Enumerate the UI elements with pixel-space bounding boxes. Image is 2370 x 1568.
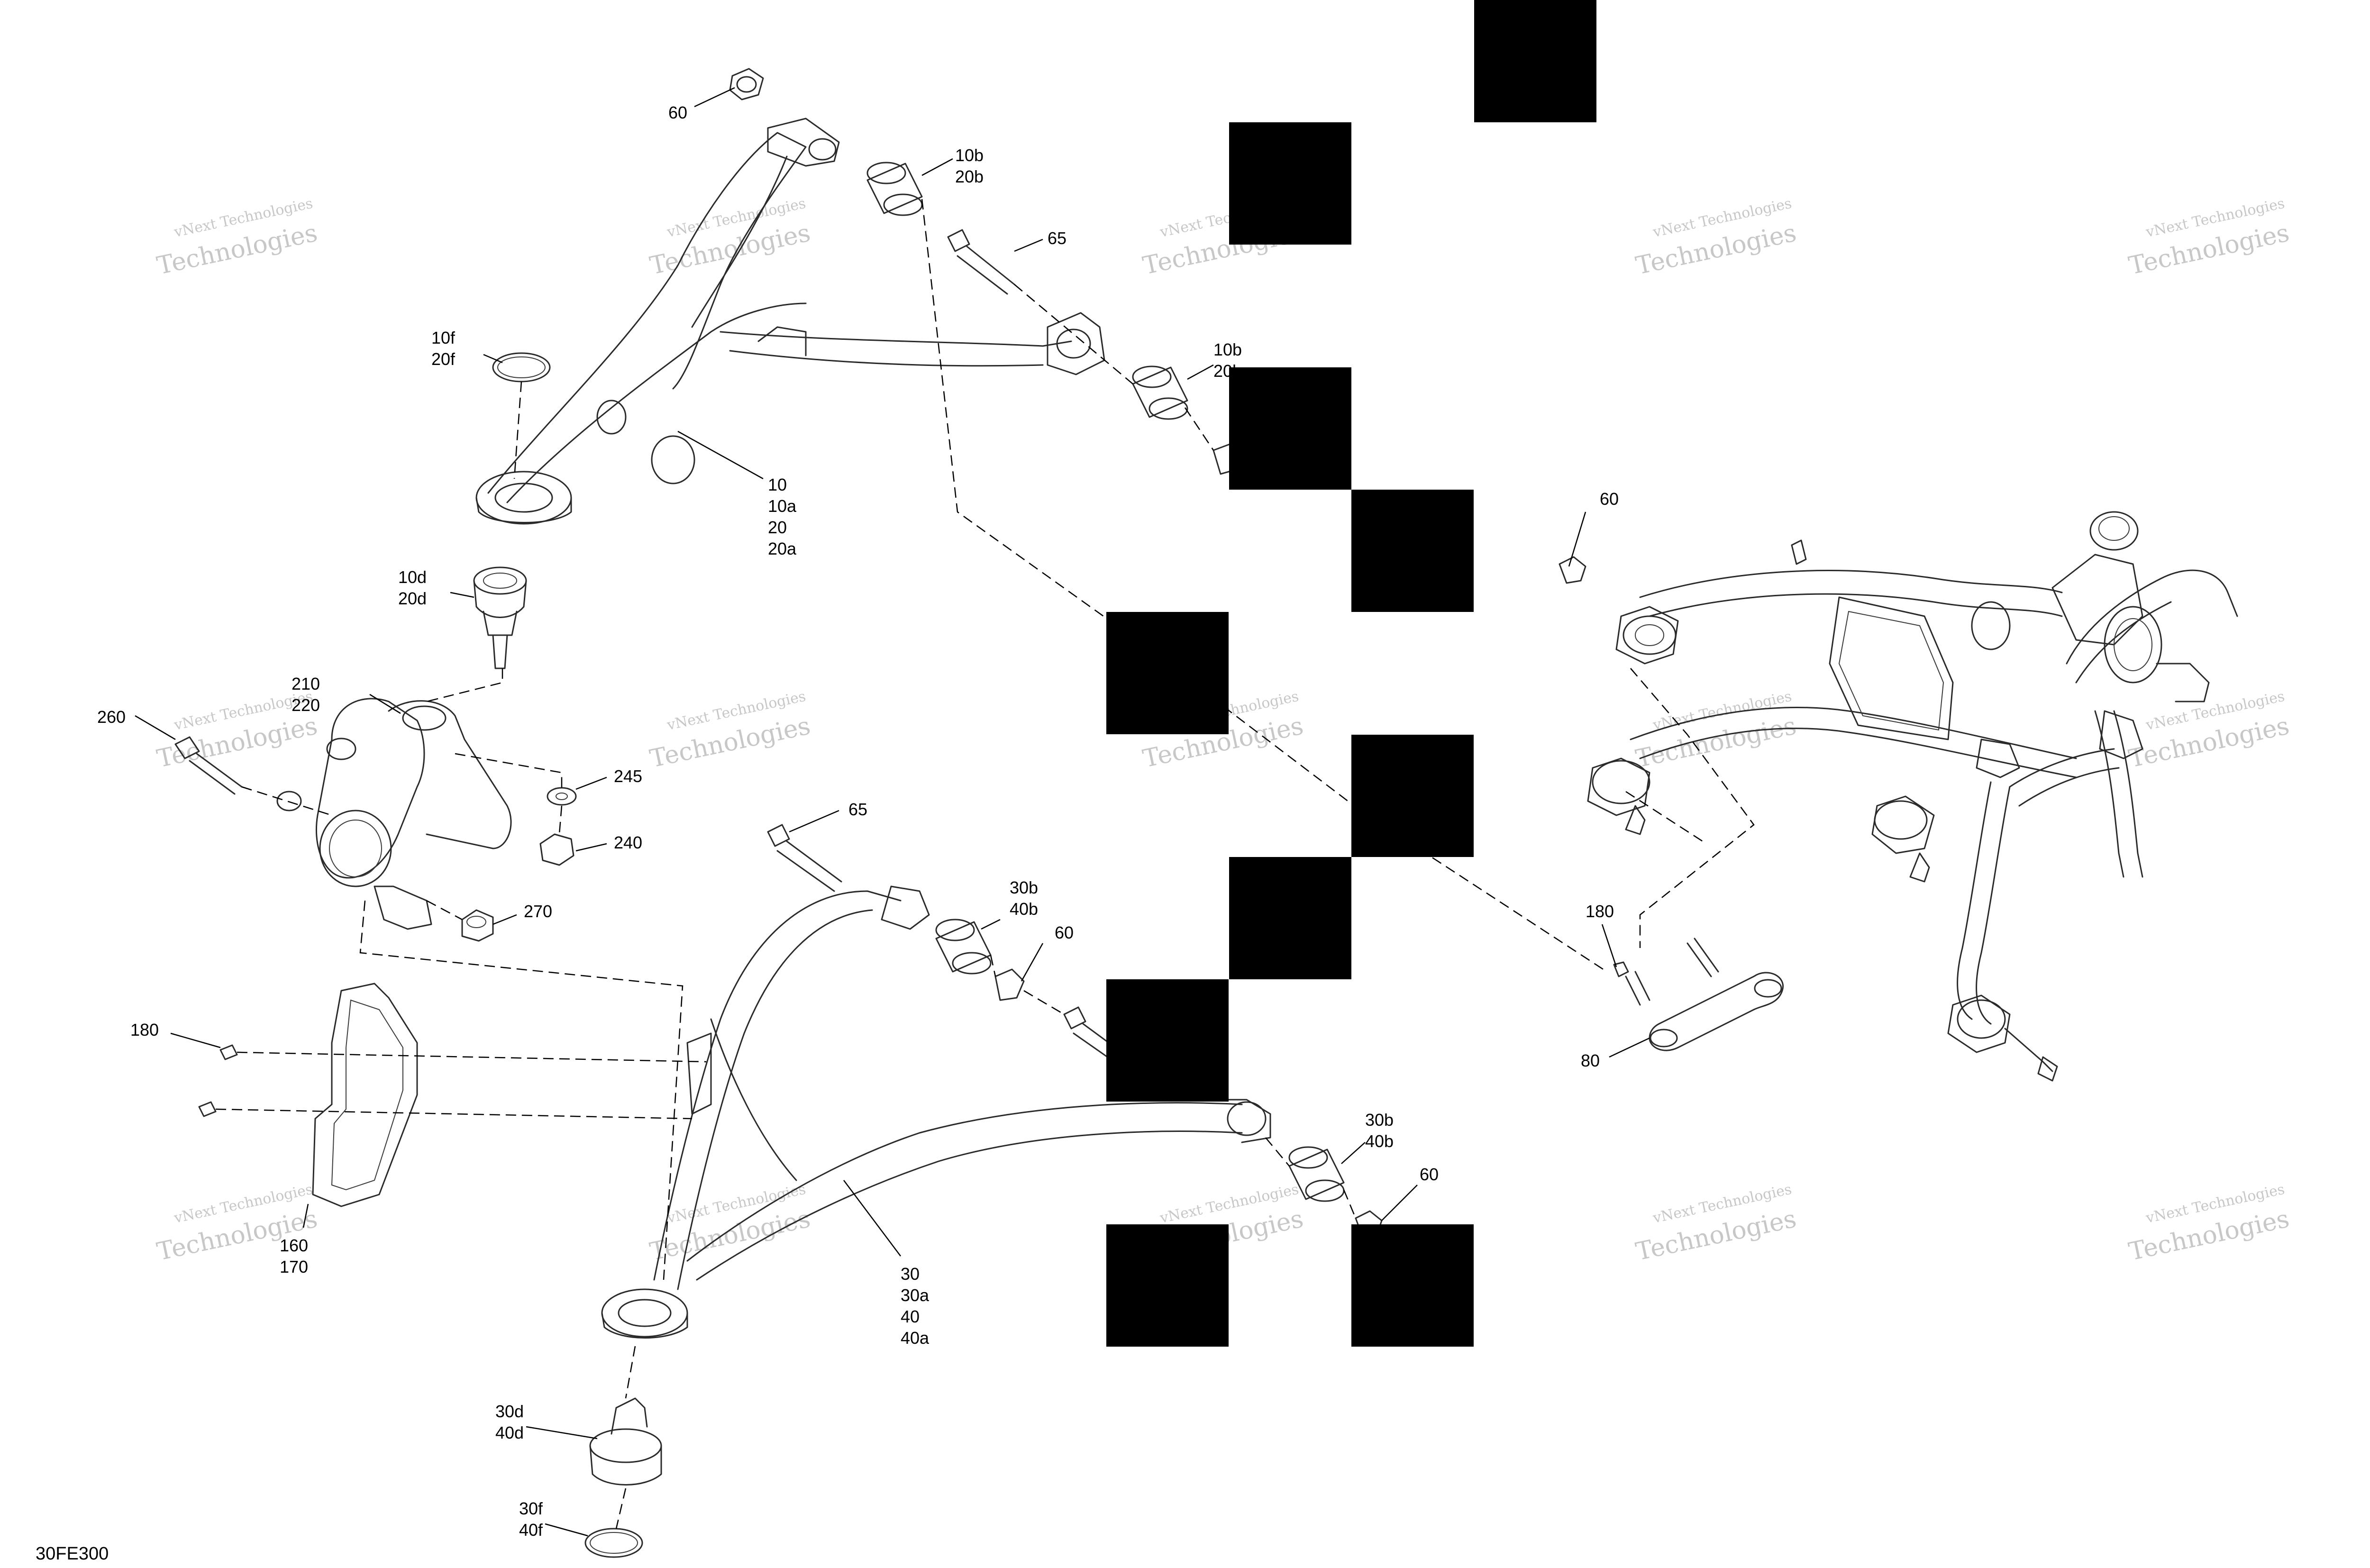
callout-60: 60	[1420, 1165, 1439, 1184]
redaction-block	[1106, 979, 1229, 1102]
watermark: vNext Technologies Technologies	[155, 195, 320, 281]
upper-a-arm	[475, 118, 1105, 525]
callout-40d: 40d	[495, 1423, 524, 1442]
callout-80: 80	[1581, 1051, 1600, 1070]
bushing-30b-low	[1288, 1146, 1345, 1202]
callout-160: 160	[280, 1236, 308, 1255]
callout-20: 20	[768, 518, 787, 537]
nut-240	[539, 833, 574, 866]
callout-30: 30	[901, 1264, 920, 1284]
callout-10a: 10a	[768, 496, 797, 516]
bushing-10b-mid	[1132, 365, 1188, 420]
assembled-suspension-view	[1559, 511, 2238, 1082]
callout-65: 65	[1048, 228, 1066, 248]
callout-40f: 40f	[519, 1520, 543, 1540]
callout-220: 220	[292, 695, 320, 715]
upper-arm-hardware	[473, 68, 1245, 669]
bushing-10b-top	[866, 162, 923, 216]
callout-30a: 30a	[901, 1285, 930, 1305]
bolt-260	[174, 736, 243, 795]
callout-10f: 10f	[431, 328, 456, 347]
circlip-30f	[584, 1528, 643, 1558]
redaction-block	[1106, 1224, 1229, 1347]
watermark: vNext Technologies Technologies	[2126, 195, 2292, 281]
nut-60-top	[729, 68, 764, 100]
callout-10d: 10d	[398, 567, 427, 587]
nut-270	[461, 909, 494, 942]
redaction-block	[1351, 735, 1474, 857]
watermark: vNext Technologies Technologies	[2126, 688, 2292, 774]
watermark: vNext Technologies Technologies	[1633, 195, 1799, 281]
callout-210: 210	[292, 674, 320, 693]
figure-id: 30FE300	[36, 1544, 109, 1564]
redaction-block	[1474, 0, 1596, 122]
bushing-30b-top	[935, 919, 992, 975]
bolt-65-top	[947, 229, 1015, 295]
callout-20b: 20b	[955, 167, 984, 186]
redaction-blocks	[1106, 0, 1596, 1347]
watermark: vNext Technologies Technologies	[1633, 1181, 1799, 1267]
bolt-65-mid	[767, 824, 842, 892]
callout-20d: 20d	[398, 589, 427, 608]
callout-65: 65	[848, 800, 867, 819]
ball-joint-10d	[473, 566, 527, 669]
redaction-block	[1229, 122, 1351, 245]
callout-245: 245	[614, 766, 642, 786]
watermark: vNext Technologies Technologies	[2126, 1181, 2292, 1267]
redaction-block	[1351, 1224, 1474, 1347]
washer-245	[547, 787, 577, 806]
callout-20f: 20f	[431, 349, 456, 369]
callout-40b: 40b	[1010, 899, 1038, 919]
watermark: vNext Technologies Technologies	[647, 688, 813, 774]
knuckle-hardware	[174, 736, 577, 942]
callout-labels: 60 10b 20b 65 10f 20f 10b 20b 10 10a 20 …	[97, 103, 1619, 1540]
steering-knuckle	[276, 698, 512, 930]
redaction-block	[1229, 367, 1351, 490]
callout-180: 180	[1586, 902, 1614, 921]
callout-30f: 30f	[519, 1499, 543, 1518]
nut-60-lower-top	[994, 968, 1025, 1001]
callout-30d: 30d	[495, 1402, 524, 1421]
redaction-block	[1351, 490, 1474, 612]
callout-40a: 40a	[901, 1328, 930, 1348]
callout-30b: 30b	[1365, 1110, 1394, 1130]
lower-a-arm	[601, 885, 1271, 1339]
redaction-block	[1106, 612, 1229, 734]
callout-10: 10	[768, 475, 787, 494]
callout-20a: 20a	[768, 539, 797, 558]
ball-joint-30d	[589, 1397, 662, 1486]
callout-60: 60	[1055, 923, 1074, 942]
callout-180: 180	[130, 1020, 159, 1039]
leader-lines	[135, 87, 1650, 1537]
callout-260: 260	[97, 707, 126, 727]
callout-40b: 40b	[1365, 1131, 1394, 1151]
watermark: vNext Technologies Technologies	[647, 1181, 813, 1267]
callout-30b: 30b	[1010, 878, 1038, 897]
lower-arm-hardware	[584, 824, 1383, 1558]
skid-guard	[198, 983, 418, 1207]
callout-60: 60	[1600, 489, 1619, 509]
stabilizer-link	[1613, 938, 1784, 1051]
callout-10b: 10b	[1213, 340, 1242, 359]
circlip-10f	[492, 352, 551, 383]
callout-60: 60	[668, 103, 687, 122]
callout-270: 270	[524, 902, 552, 921]
callout-170: 170	[280, 1257, 308, 1276]
callout-10b: 10b	[955, 146, 984, 165]
callout-240: 240	[614, 833, 642, 852]
redaction-block	[1229, 857, 1351, 979]
callout-40: 40	[901, 1307, 920, 1326]
assembly-lines	[215, 199, 1755, 1529]
